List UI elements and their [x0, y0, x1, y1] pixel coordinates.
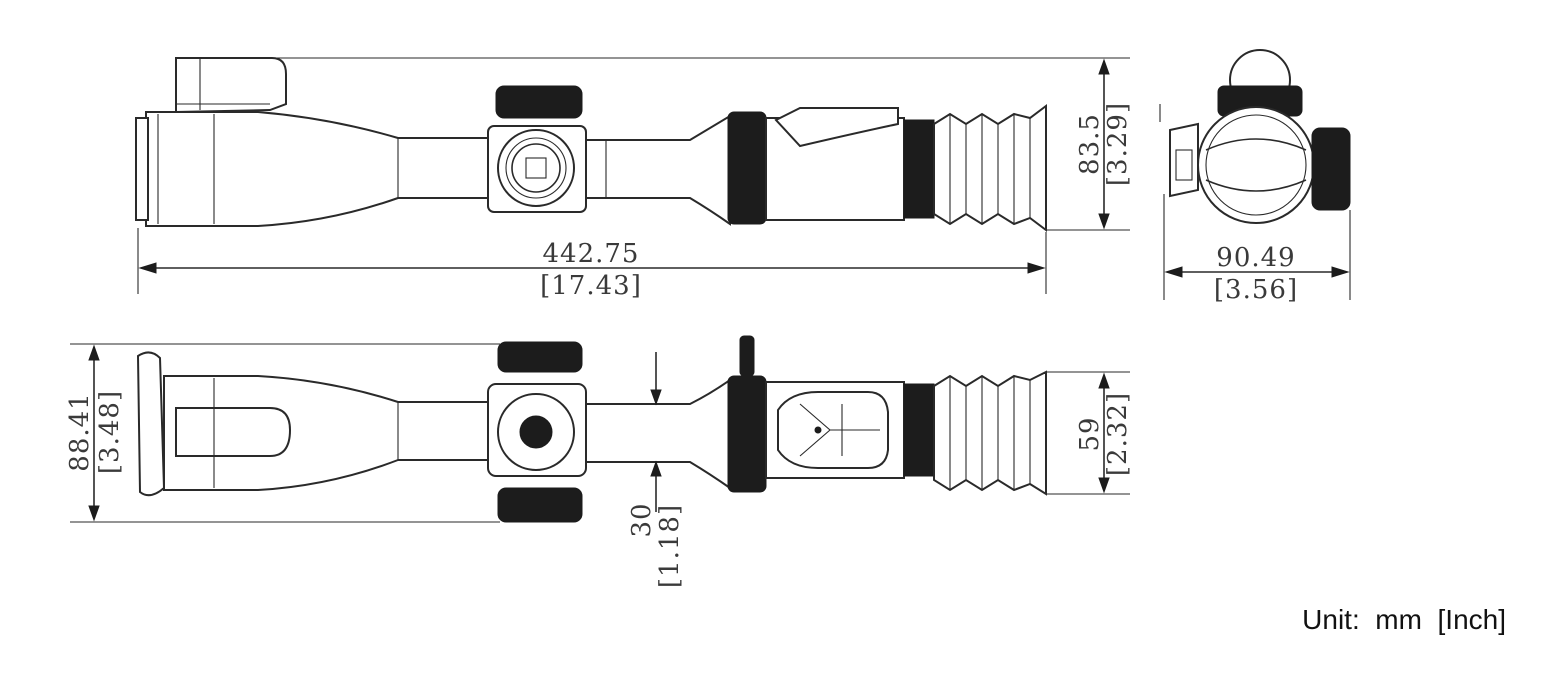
eyepiece-diameter-inch: [2.32]	[1103, 392, 1133, 476]
focus-ring-side	[727, 111, 767, 225]
eyecup-top	[933, 370, 1047, 496]
width-top-inch: [3.48]	[95, 390, 125, 474]
width-top-mm: 88.41	[65, 392, 95, 471]
eyepiece-diameter-mm: 59	[1075, 416, 1105, 451]
length-mm: 442.75	[543, 239, 640, 269]
unit-note: Unit: mm [Inch]	[1302, 604, 1506, 635]
width-front-mm: 90.49	[1216, 243, 1295, 273]
scope-body-side	[145, 111, 489, 227]
top-knob-knurl	[495, 85, 583, 119]
front-lens-circle	[1197, 106, 1315, 224]
focus-ring-top	[727, 375, 767, 493]
height-side-mm: 83.5	[1075, 113, 1105, 175]
width-front-inch: [3.56]	[1214, 275, 1298, 305]
front-view: 90.49 [3.56]	[1159, 49, 1351, 305]
eyecup-side	[933, 104, 1047, 232]
tube-diameter-inch: [1.18]	[655, 504, 685, 588]
top-view: 88.41 [3.48] 30 [1.18] 59 [2.32]	[65, 335, 1133, 588]
scope-body-top	[163, 375, 489, 491]
side-view: 83.5 [3.29] 442.75 [17.43]	[135, 57, 1133, 301]
length-inch: [17.43]	[540, 271, 642, 301]
top-turret-knob	[497, 341, 583, 373]
height-side-inch: [3.29]	[1103, 102, 1133, 186]
bottom-turret-knob	[497, 487, 583, 523]
tube-diameter-mm: 30	[627, 502, 657, 537]
